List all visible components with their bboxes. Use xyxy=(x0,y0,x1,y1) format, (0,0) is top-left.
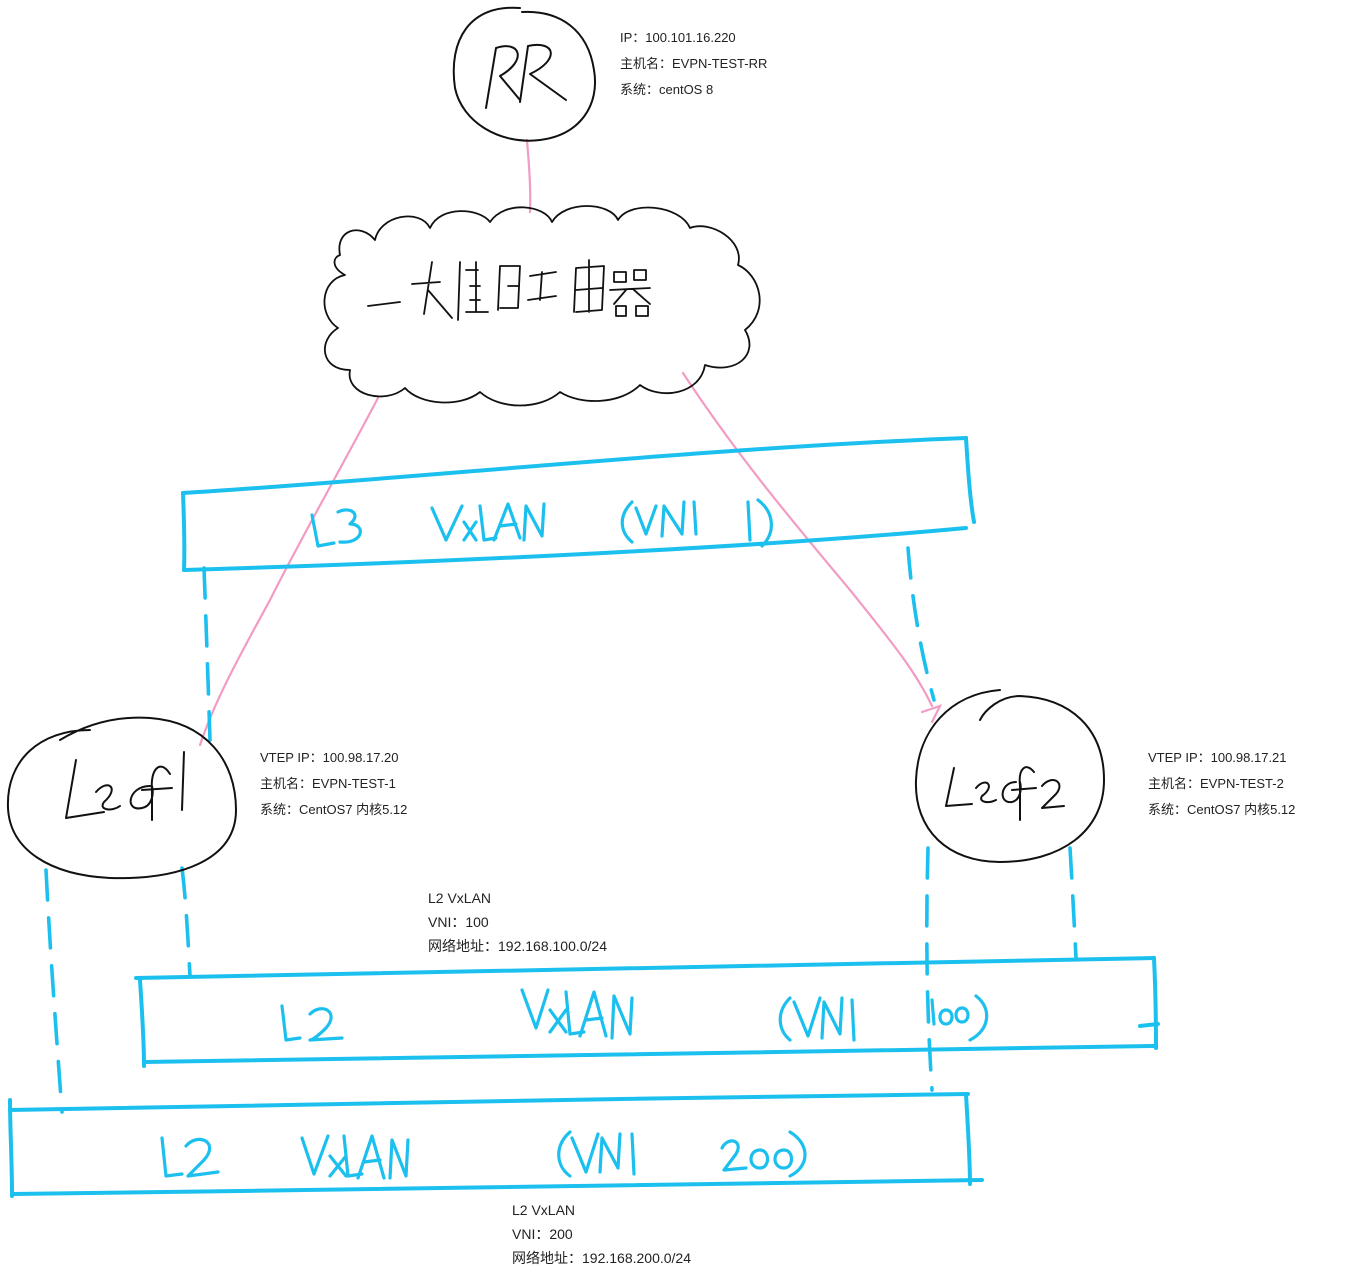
l2-vni200-network: 网络地址：192.168.200.0/24 xyxy=(512,1250,691,1266)
leaf1-label-handwriting xyxy=(65,751,185,821)
dash-leaf2-l3 xyxy=(906,546,936,702)
rr-outline xyxy=(452,6,596,142)
link-cloud-leaf1 xyxy=(198,396,380,747)
rr-hostname: 主机名：EVPN-TEST-RR xyxy=(620,56,768,71)
l3-vxlan-handwriting xyxy=(310,498,773,548)
l2-vni100-info: L2 VxLAN VNI：100 网络地址：192.168.100.0/24 xyxy=(428,886,607,958)
l2-vni200-band xyxy=(8,1092,984,1198)
cloud-node xyxy=(323,205,761,407)
l2-vni200-type: L2 VxLAN xyxy=(512,1202,576,1218)
dash-leaf1-l2a xyxy=(180,866,192,978)
leaf2-info: VTEP IP：100.98.17.21 主机名：EVPN-TEST-2 系统：… xyxy=(1148,745,1295,823)
l2-vni100-handwriting xyxy=(280,988,989,1042)
bgp-links xyxy=(198,138,943,747)
leaf1-info: VTEP IP：100.98.17.20 主机名：EVPN-TEST-1 系统：… xyxy=(260,745,407,823)
l2-vni200-vni: VNI：200 xyxy=(512,1226,573,1242)
leaf2-outline xyxy=(914,689,1105,863)
dash-leaf1-l2b xyxy=(44,868,64,1114)
leaf1-node xyxy=(6,716,237,880)
rr-ip: IP：100.101.16.220 xyxy=(620,30,736,45)
l2-vni100-network: 网络地址：192.168.100.0/24 xyxy=(428,938,607,954)
leaf2-node xyxy=(914,689,1105,863)
l2-vni100-type: L2 VxLAN xyxy=(428,890,492,906)
link-rr-cloud xyxy=(525,138,532,214)
vxlan-attachment-dashes xyxy=(44,546,1078,1114)
rr-node xyxy=(452,6,596,142)
rr-info: IP：100.101.16.220 主机名：EVPN-TEST-RR 系统：ce… xyxy=(620,25,767,103)
cloud-outline xyxy=(323,205,761,407)
leaf1-os: 系统：CentOS7 内核5.12 xyxy=(260,802,408,817)
leaf1-ip: VTEP IP：100.98.17.20 xyxy=(260,750,399,765)
dash-leaf1-l3 xyxy=(202,566,212,742)
rr-os: 系统：centOS 8 xyxy=(620,82,714,97)
leaf1-hostname: 主机名：EVPN-TEST-1 xyxy=(260,776,396,791)
leaf2-label-handwriting xyxy=(945,766,1065,821)
leaf1-outline xyxy=(6,716,237,880)
link-cloud-leaf2 xyxy=(681,371,934,708)
link-leaf2-arrowhead xyxy=(920,704,943,724)
leaf2-os: 系统：CentOS7 内核5.12 xyxy=(1148,802,1296,817)
leaf2-hostname: 主机名：EVPN-TEST-2 xyxy=(1148,776,1284,791)
dash-leaf2-l2a xyxy=(1068,846,1078,960)
l3-vxlan-band xyxy=(181,436,976,572)
l2-vni100-vni: VNI：100 xyxy=(428,914,489,930)
dash-leaf2-l2 xyxy=(925,846,934,1092)
cloud-label-handwriting xyxy=(367,259,651,321)
rr-glyph xyxy=(485,43,567,109)
l2-vni100-band xyxy=(134,956,1160,1068)
l2-vni200-handwriting xyxy=(160,1130,807,1180)
l2-vni200-info: L2 VxLAN VNI：200 网络地址：192.168.200.0/24 xyxy=(512,1198,691,1270)
leaf2-ip: VTEP IP：100.98.17.21 xyxy=(1148,750,1287,765)
